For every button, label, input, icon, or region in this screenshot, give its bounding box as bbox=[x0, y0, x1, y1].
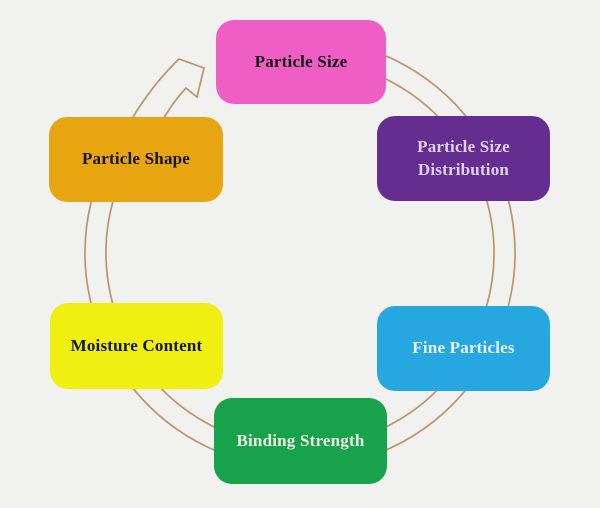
node-label: Binding Strength bbox=[236, 430, 365, 450]
node-binding-strength: Binding Strength bbox=[214, 398, 387, 484]
arrowhead-icon bbox=[129, 58, 206, 124]
node-label: Particle Shape bbox=[81, 149, 191, 169]
node-label: Moisture Content bbox=[70, 335, 203, 355]
node-fine-particles: Fine Particles bbox=[377, 306, 550, 391]
node-label: Particle Size bbox=[254, 51, 348, 71]
node-particle-size: Particle Size bbox=[216, 20, 386, 104]
node-label: Particle Size Distribution bbox=[417, 136, 510, 179]
node-particle-size-distribution: Particle Size Distribution bbox=[377, 116, 550, 201]
node-label: Fine Particles bbox=[412, 338, 515, 358]
node-moisture-content: Moisture Content bbox=[50, 303, 223, 389]
node-particle-shape: Particle Shape bbox=[49, 117, 223, 202]
